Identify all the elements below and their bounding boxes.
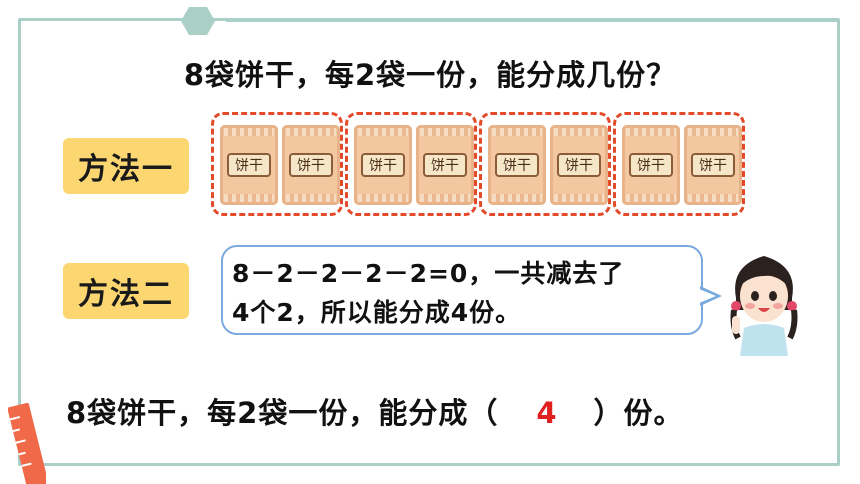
method2-line1: 8－2－2－2－2=0，一共减去了 [232, 259, 625, 288]
method1-label: 方法一 [63, 138, 189, 194]
bag-label: 饼干 [495, 153, 539, 177]
biscuit-bag: 饼干 [488, 125, 546, 205]
answer-prefix: 8袋饼干，每2袋一份，能分成（ [66, 396, 499, 430]
biscuit-bag: 饼干 [622, 125, 680, 205]
bag-label: 饼干 [557, 153, 601, 177]
method2-label: 方法二 [63, 263, 189, 319]
bag-label: 饼干 [227, 153, 271, 177]
biscuit-bag: 饼干 [282, 125, 340, 205]
bag-label: 饼干 [289, 153, 333, 177]
top-rule [226, 19, 838, 22]
bag-label: 饼干 [691, 153, 735, 177]
ruler-icon [8, 402, 46, 484]
biscuit-bag: 饼干 [354, 125, 412, 205]
biscuit-group: 饼干 饼干 [613, 112, 745, 216]
hexagon-icon [181, 7, 215, 35]
bag-label: 饼干 [423, 153, 467, 177]
biscuit-group: 饼干 饼干 [479, 112, 611, 216]
bag-label: 饼干 [361, 153, 405, 177]
biscuit-bag: 饼干 [416, 125, 474, 205]
question-title: 8袋饼干，每2袋一份，能分成几份？ [183, 58, 677, 92]
speech-bubble-tail-inner [699, 289, 716, 303]
biscuit-group: 饼干 饼干 [345, 112, 477, 216]
answer-value: 4 [536, 396, 558, 430]
answer-sentence: 8袋饼干，每2袋一份，能分成（ 4 ）份。 [66, 390, 684, 432]
biscuit-bag: 饼干 [684, 125, 742, 205]
answer-suffix: ）份。 [593, 396, 684, 430]
biscuit-group: 饼干 饼干 [211, 112, 343, 216]
biscuit-bag: 饼干 [550, 125, 608, 205]
biscuit-bag: 饼干 [220, 125, 278, 205]
girl-avatar-icon [730, 256, 798, 356]
method2-line2: 4个2，所以能分成4份。 [232, 298, 522, 327]
bag-label: 饼干 [629, 153, 673, 177]
